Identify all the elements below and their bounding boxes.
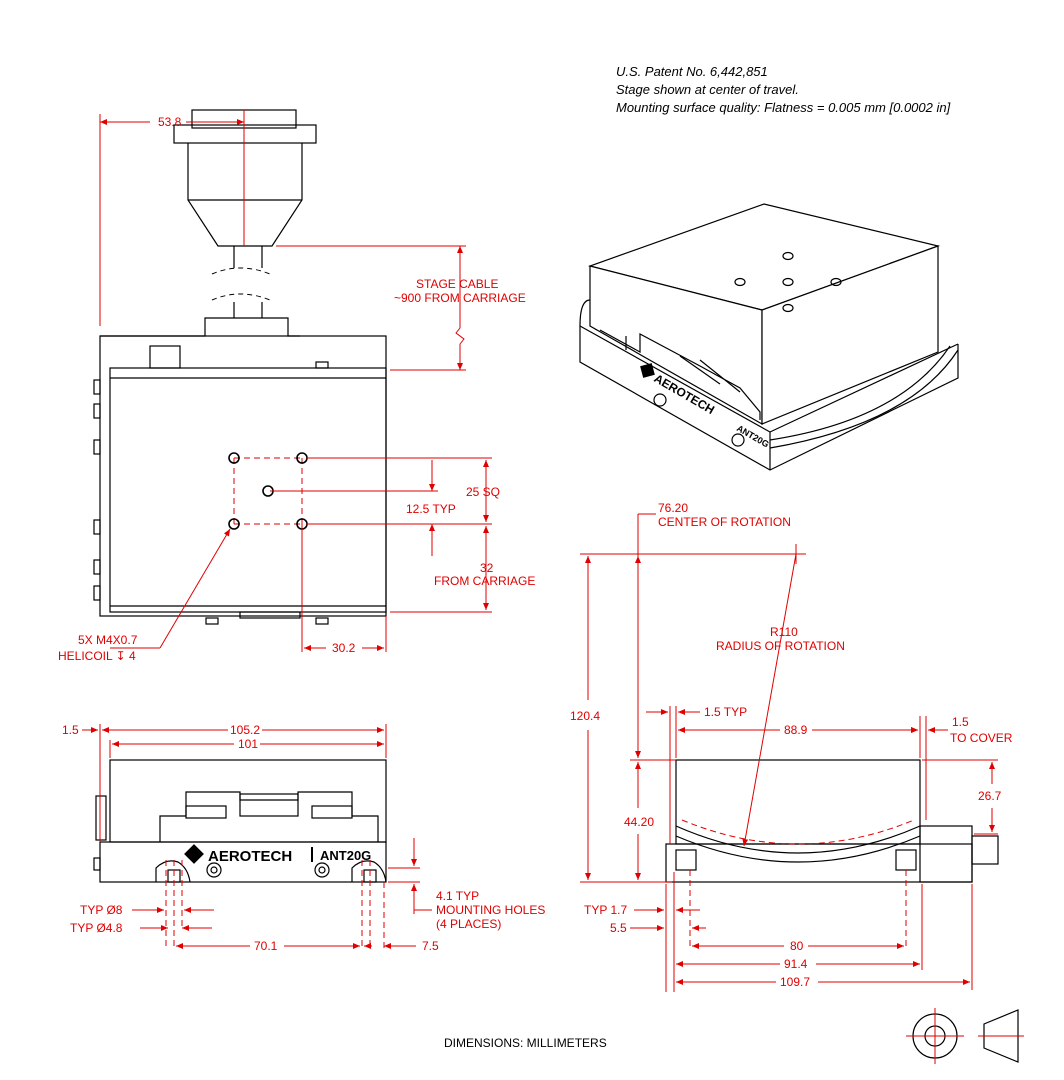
- hole: [228, 452, 240, 464]
- side-view: R110 RADIUS OF ROTATION 76.20 CENTER OF …: [570, 501, 1013, 992]
- dim-105-2: 105.2: [230, 723, 260, 737]
- notes-block: U.S. Patent No. 6,442,851 Stage shown at…: [616, 64, 951, 115]
- dim-88-9: 88.9: [784, 723, 808, 737]
- mounting-hole-pattern: [228, 452, 308, 652]
- dim-dia-8: TYP Ø8: [80, 903, 123, 917]
- units-note: DIMENSIONS: MILLIMETERS: [444, 1036, 607, 1050]
- holes-callout-1: 5X M4X0.7: [78, 633, 138, 647]
- dim-5-5: 5.5: [610, 921, 627, 935]
- dim-32-label: FROM CARRIAGE: [434, 574, 535, 588]
- dim-109-7: 109.7: [780, 975, 810, 989]
- dim-26-7: 26.7: [978, 789, 1002, 803]
- dim-7-5: 7.5: [422, 939, 439, 953]
- dim-25sq: 25 SQ: [466, 485, 500, 499]
- dim-44-2: 44.20: [624, 815, 654, 829]
- dim-30-2: 30.2: [332, 641, 356, 655]
- hole: [228, 518, 240, 530]
- dim-53-8: 53.8: [158, 115, 182, 129]
- dim-101: 101: [238, 737, 258, 751]
- radius-label-1: R110: [770, 625, 798, 639]
- front-brand: AEROTECH: [208, 848, 292, 865]
- dim-32: 32: [480, 561, 494, 575]
- cable-connector: [173, 109, 317, 318]
- cable-label-2: ~900 FROM CARRIAGE: [394, 291, 526, 305]
- front-logo: AEROTECH ANT20G: [184, 844, 371, 865]
- cor-label: CENTER OF ROTATION: [658, 515, 791, 529]
- front-view: AEROTECH ANT20G 1.5 105.2 101 TYP Ø8 TYP…: [62, 723, 545, 953]
- dim-120-4: 120.4: [570, 709, 600, 723]
- projection-symbol-icon: [906, 1008, 1024, 1064]
- dim-91-4: 91.4: [784, 957, 808, 971]
- center-note: Stage shown at center of travel.: [616, 82, 799, 97]
- cor-value: 76.20: [658, 501, 688, 515]
- dim-70-1: 70.1: [254, 939, 278, 953]
- holes-callout-2: HELICOIL ↧ 4: [58, 649, 136, 663]
- dim-1-5-cover: 1.5: [952, 715, 969, 729]
- mount-holes-2: (4 PLACES): [436, 917, 501, 931]
- radius-label-2: RADIUS OF ROTATION: [716, 639, 845, 653]
- dim-to-cover: TO COVER: [950, 731, 1013, 745]
- mount-holes-1: MOUNTING HOLES: [436, 903, 545, 917]
- dim-dia-4-8: TYP Ø4.8: [70, 921, 123, 935]
- isometric-view: AEROTECH ANT20G: [579, 203, 959, 471]
- cable-label-1: STAGE CABLE: [416, 277, 498, 291]
- flatness-note: Mounting surface quality: Flatness = 0.0…: [616, 100, 951, 115]
- patent-note: U.S. Patent No. 6,442,851: [616, 64, 768, 79]
- dim-80: 80: [790, 939, 804, 953]
- dim-4-1: 4.1 TYP: [436, 889, 479, 903]
- dim-12-5: 12.5 TYP: [406, 502, 456, 516]
- dim-1-5-typ: 1.5 TYP: [704, 705, 747, 719]
- top-view: 53.8 STAGE CABLE ~900 FROM CARRIAGE 25 S…: [58, 109, 535, 663]
- front-model: ANT20G: [320, 848, 371, 863]
- dim-1-5: 1.5: [62, 723, 79, 737]
- dim-1-7: TYP 1.7: [584, 903, 627, 917]
- top-view-body: [93, 317, 387, 625]
